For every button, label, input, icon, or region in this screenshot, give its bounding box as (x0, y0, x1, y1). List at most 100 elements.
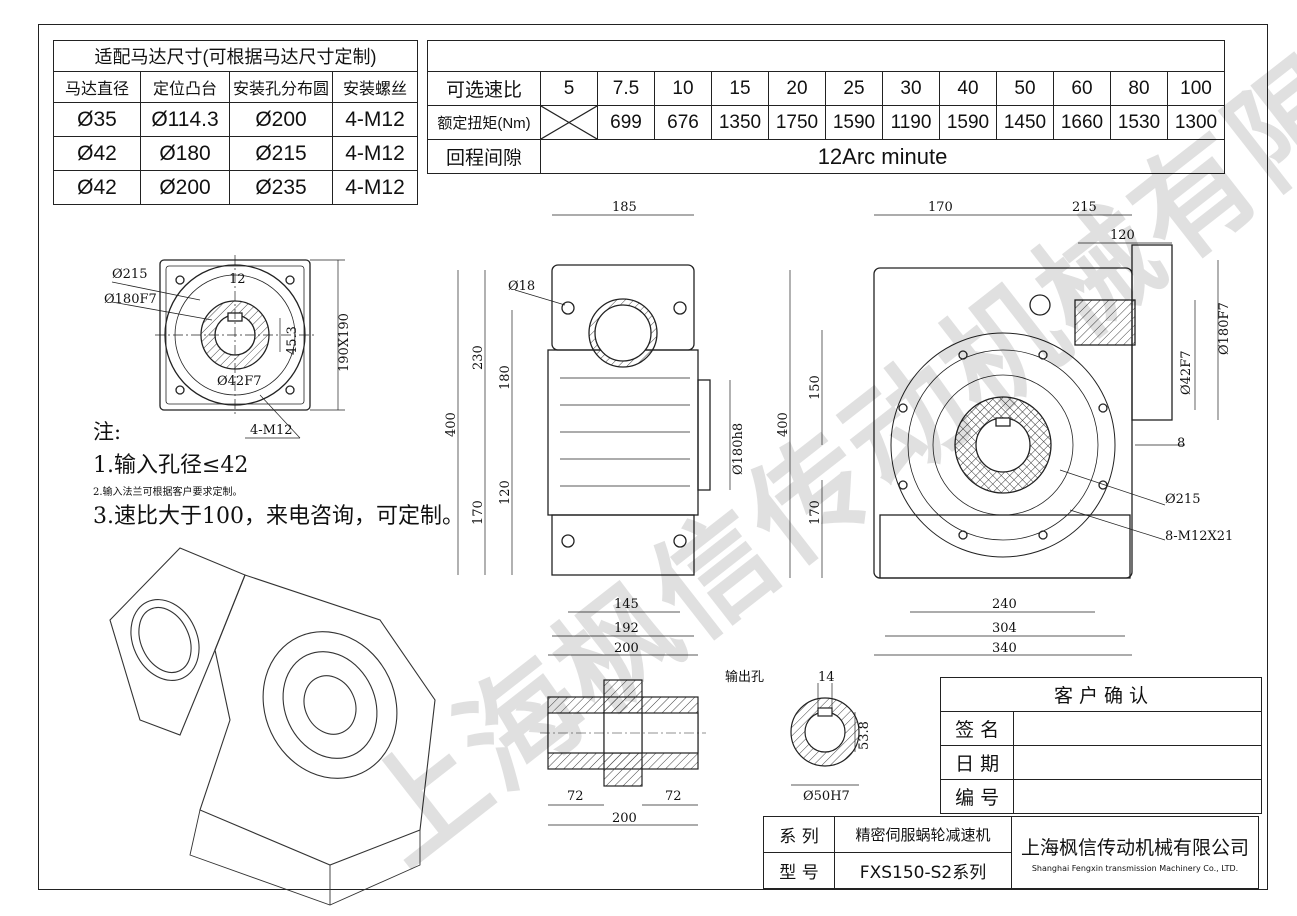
torque-cell: 676 (654, 105, 712, 140)
dim-flange-bore: Ø42F7 (217, 374, 262, 389)
dim-front-w185: 185 (612, 200, 637, 215)
note-line-3: 3.速比大于100，来电咨询，可定制。 (93, 504, 464, 529)
note-line-1: 1.输入孔径≤42 (93, 453, 249, 478)
ratio-cell: 40 (939, 71, 997, 106)
date-label: 日 期 (939, 745, 1015, 780)
backlash-label: 回程间隙 (427, 139, 541, 174)
table-cell: Ø180 (140, 136, 230, 171)
company-name-en: Shanghai Fengxin transmission Machinery … (1031, 863, 1239, 873)
confirm-title: 客 户 确 认 (940, 677, 1262, 712)
dim-side-w170: 170 (928, 200, 953, 215)
dim-side-d180f7: Ø180F7 (1217, 302, 1232, 355)
ratio-cell: 100 (1167, 71, 1225, 106)
number-label: 编 号 (939, 779, 1015, 814)
customer-confirm-table: 客 户 确 认 签 名 日 期 编 号 (939, 677, 1262, 814)
table-cell: 4-M12 (332, 102, 418, 137)
output-bore-label: 输出孔 (725, 669, 764, 685)
dim-side-screws: 8-M12X21 (1165, 529, 1233, 544)
ratio-cell: 10 (654, 71, 712, 106)
isometric-view (109, 547, 436, 906)
dim-shaft-w200: 200 (612, 811, 637, 826)
ratio-cell: 80 (1110, 71, 1168, 106)
signature-field[interactable] (1013, 711, 1262, 746)
table-cell: 4-M12 (332, 170, 418, 205)
ratio-cell: 20 (768, 71, 826, 106)
dim-shaft-w72-left: 72 (567, 789, 584, 804)
backlash-value: 12Arc minute (540, 139, 1225, 174)
number-field[interactable] (1013, 779, 1262, 814)
dim-front-d180h8: Ø180h8 (731, 423, 746, 475)
side-view (789, 214, 1219, 656)
dim-front-h170: 170 (471, 500, 486, 525)
dim-front-h120: 120 (498, 480, 513, 505)
series-label: 系 列 (763, 816, 835, 853)
dim-bore-w14: 14 (818, 670, 835, 685)
dim-side-h170: 170 (808, 500, 823, 525)
table-cell: Ø235 (229, 170, 333, 205)
dim-bore-h538: 53.8 (857, 721, 872, 750)
ratio-cell: 50 (996, 71, 1054, 106)
dim-side-d215: Ø215 (1165, 492, 1200, 507)
ratio-cell: 60 (1053, 71, 1111, 106)
table-cell: Ø35 (53, 102, 141, 137)
dim-flange-w12: 12 (229, 272, 246, 287)
series-model-table: 系 列 精密伺服蜗轮减速机 上海枫信传动机械有限公司 Shanghai Feng… (763, 816, 1259, 889)
dim-front-w200: 200 (614, 641, 639, 656)
ratio-cell: 15 (711, 71, 769, 106)
dim-flange-d215: Ø215 (112, 267, 147, 282)
dim-front-w145: 145 (614, 597, 639, 612)
dim-side-w215: 215 (1072, 200, 1097, 215)
motor-diameter-header: 马达直径 (53, 71, 141, 103)
dim-flange-box: 190X190 (337, 313, 352, 372)
torque-cell: 1590 (825, 105, 883, 140)
input-flange-view (111, 255, 345, 439)
dim-side-v8: 8 (1177, 436, 1185, 451)
date-field[interactable] (1013, 745, 1262, 780)
cross-out-mark (541, 106, 597, 139)
output-bore-view (790, 683, 860, 786)
signature-label: 签 名 (939, 711, 1015, 746)
dim-side-w240: 240 (992, 597, 1017, 612)
front-view (457, 214, 731, 656)
motor-table-row: Ø35 Ø114.3 Ø200 4-M12 (53, 102, 418, 137)
table-cell: Ø42 (53, 136, 141, 171)
ratio-cell: 5 (540, 71, 598, 106)
dim-flange-d180: Ø180F7 (104, 292, 157, 307)
model-label: 型 号 (763, 852, 835, 889)
model-value: FXS150-S2系列 (834, 852, 1012, 889)
table-cell: Ø42 (53, 170, 141, 205)
motor-size-table: 适配马达尺寸(可根据马达尺寸定制) 马达直径 定位凸台 安装孔分布圆 安装螺丝 … (53, 40, 418, 205)
dim-front-h230: 230 (471, 345, 486, 370)
dim-bore-d50: Ø50H7 (803, 789, 850, 804)
dim-side-d42f7: Ø42F7 (1179, 351, 1194, 396)
dim-shaft-w72-right: 72 (665, 789, 682, 804)
dim-side-w340: 340 (992, 641, 1017, 656)
ratio-cell: 30 (882, 71, 940, 106)
dim-flange-screw: 4-M12 (250, 423, 293, 438)
ratio-torque-table: 可选速比 5 7.5 10 15 20 25 30 40 50 60 80 10… (427, 40, 1225, 174)
table-cell: Ø200 (229, 102, 333, 137)
motor-table-row: Ø42 Ø200 Ø235 4-M12 (53, 170, 418, 205)
dim-side-h400: 400 (776, 412, 791, 437)
torque-cell: 1300 (1167, 105, 1225, 140)
company-cell: 上海枫信传动机械有限公司 Shanghai Fengxin transmissi… (1011, 816, 1259, 889)
torque-cell: 1350 (711, 105, 769, 140)
torque-cell: 1660 (1053, 105, 1111, 140)
torque-label: 额定扭矩(Nm) (427, 105, 541, 140)
dim-side-h150: 150 (808, 375, 823, 400)
torque-cell: 1590 (939, 105, 997, 140)
dim-front-w192: 192 (614, 621, 639, 636)
note-line-2: 2.输入法兰可根据客户要求定制。 (93, 487, 243, 498)
backlash-row: 回程间隙 12Arc minute (427, 139, 1225, 174)
dim-front-h400: 400 (444, 412, 459, 437)
series-value: 精密伺服蜗轮减速机 (834, 816, 1012, 853)
dim-flange-h453: 45.3 (285, 326, 300, 355)
notes-title: 注: (93, 420, 122, 444)
ratio-cell: 25 (825, 71, 883, 106)
drawing-frame (38, 24, 1268, 890)
torque-cell-crossed (540, 105, 598, 140)
table-cell: 4-M12 (332, 136, 418, 171)
company-name-cn: 上海枫信传动机械有限公司 (1020, 836, 1249, 859)
table-cell: Ø200 (140, 170, 230, 205)
